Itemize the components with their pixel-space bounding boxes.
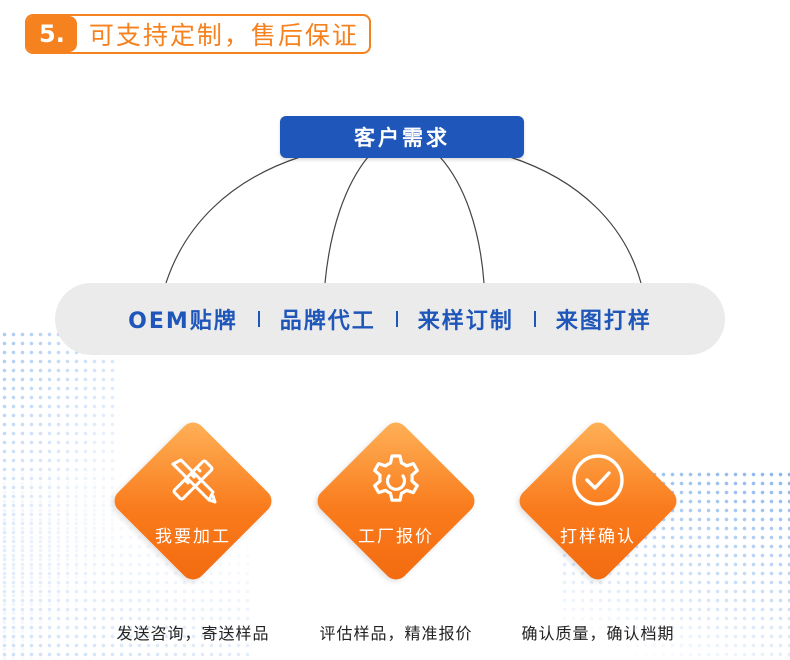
connector-line-sample (439, 156, 485, 284)
step-label: 打样确认 (560, 527, 636, 547)
step-label: 我要加工 (155, 527, 231, 547)
step-description: 发送咨询，寄送样品 (116, 624, 270, 643)
section-title: 可支持定制，售后保证 (88, 21, 359, 50)
section-number: 5. (27, 16, 77, 52)
service-drawing-proof: 来图打样 (555, 309, 652, 334)
service-separator (533, 311, 536, 327)
check-circle-icon (572, 454, 624, 506)
dotted-pattern-decoration-left (0, 330, 120, 660)
service-separator (257, 311, 260, 327)
step-description: 确认质量，确认档期 (521, 624, 675, 643)
services-bar: OEM贴牌 品牌代工 来样订制 来图打样 (55, 283, 725, 355)
step-factory-quote: 工厂报价 (312, 417, 480, 585)
connector-line-oem (165, 156, 301, 284)
ruler-pencil-icon (171, 458, 217, 504)
connector-line-brand (324, 156, 369, 284)
step-sample-confirm: 打样确认 (514, 417, 682, 585)
service-separator (395, 311, 398, 327)
service-oem: OEM贴牌 (128, 309, 238, 334)
section-heading: 5. 可支持定制，售后保证 (25, 14, 371, 54)
service-brand-oem: 品牌代工 (279, 309, 376, 334)
root-node-label: 客户需求 (354, 126, 450, 150)
gear-icon (373, 454, 419, 502)
step-label: 工厂报价 (358, 527, 434, 547)
root-node-customer-demand: 客户需求 (280, 116, 524, 158)
connector-line-drawing (509, 156, 642, 284)
service-sample-custom: 来样订制 (417, 309, 514, 334)
step-processing: 我要加工 (109, 417, 277, 585)
step-description: 评估样品，精准报价 (319, 624, 473, 643)
